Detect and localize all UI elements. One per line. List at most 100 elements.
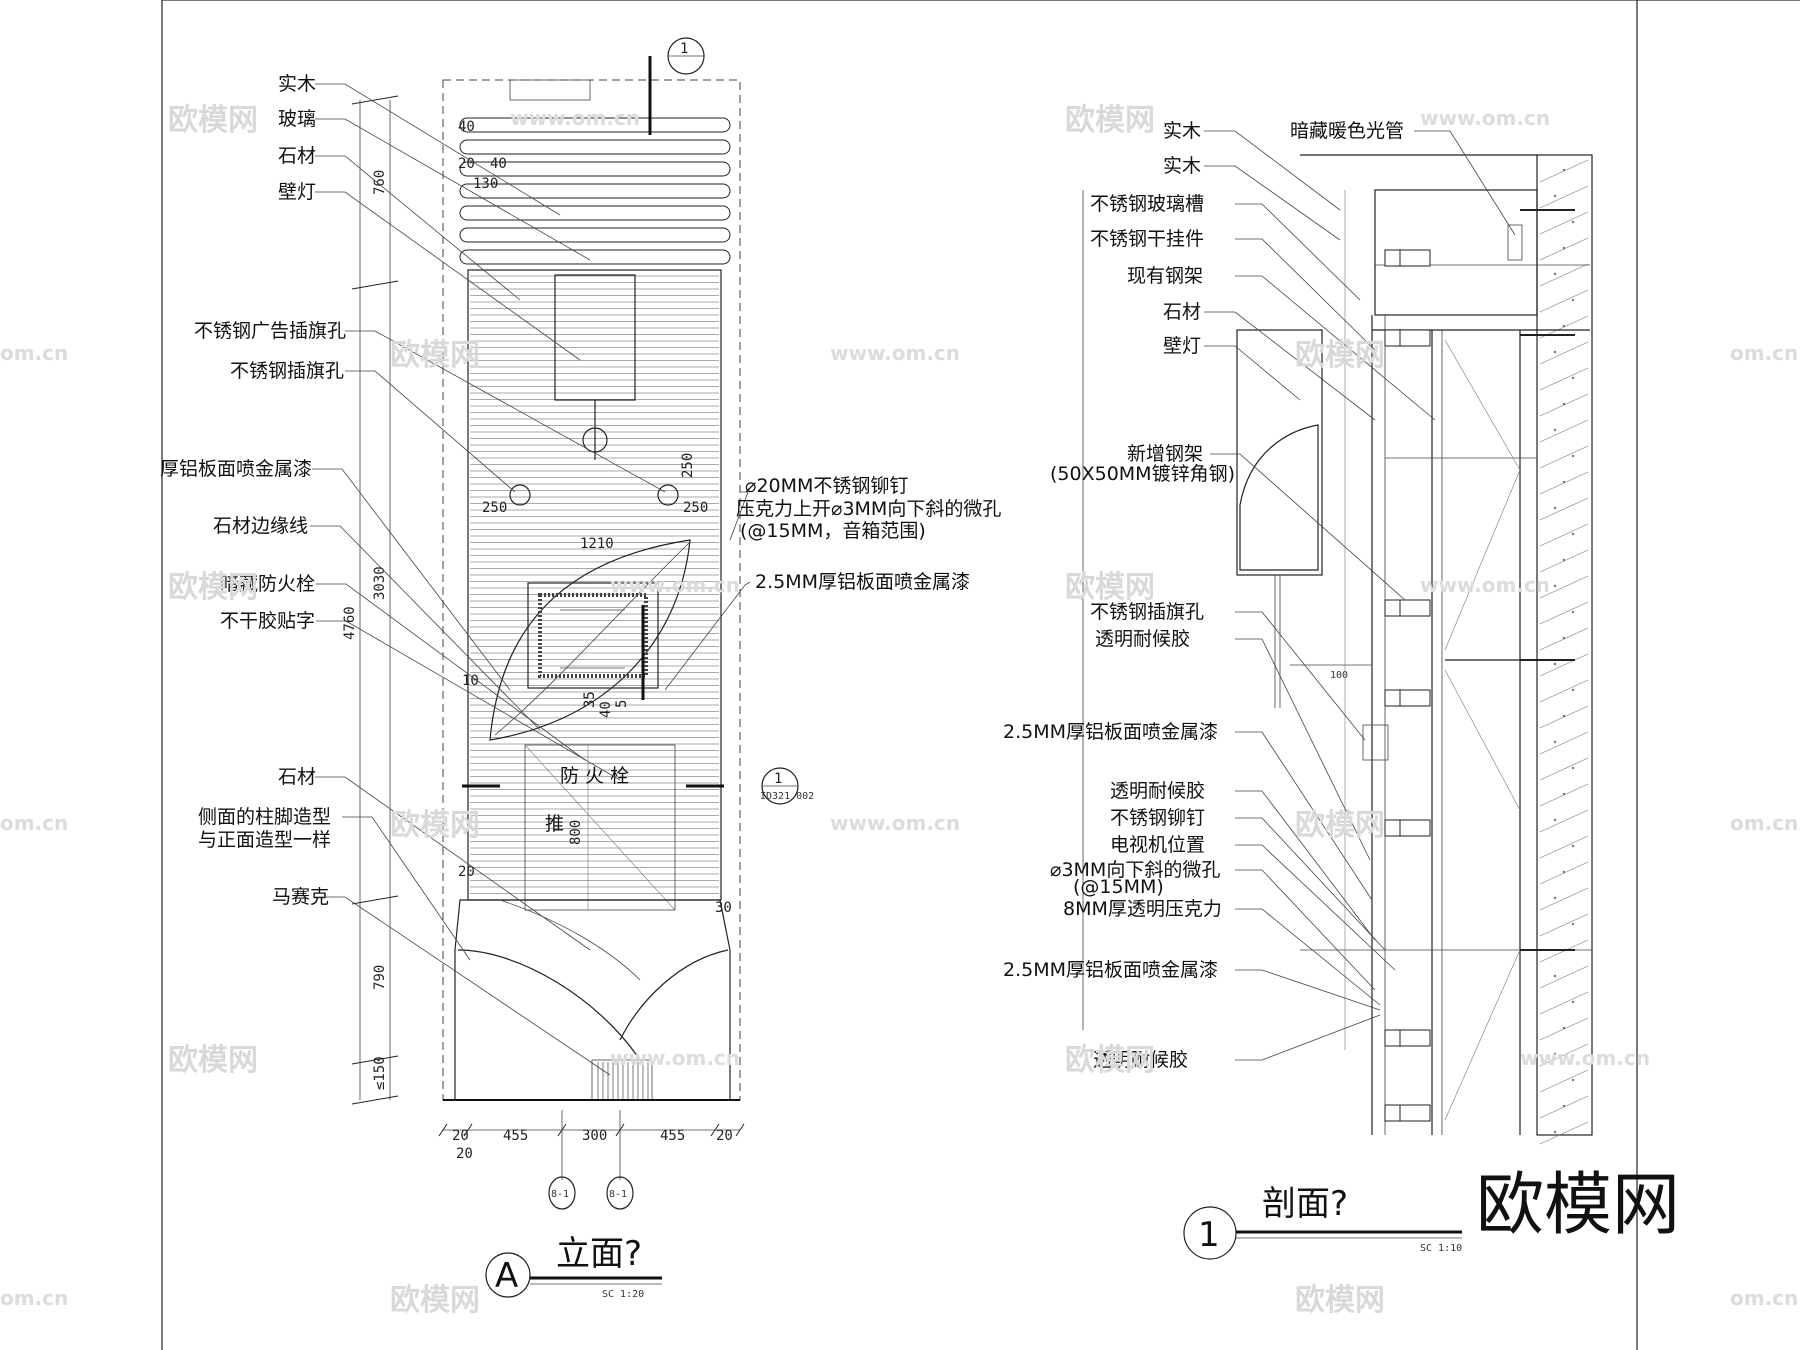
wall-hatch-dot — [1571, 922, 1575, 926]
base-curve-c — [499, 899, 641, 981]
dim-250-a: 250 — [482, 500, 507, 516]
section-labels: 实木 实木 不锈钢玻璃槽 不锈钢干挂件 现有钢架 石材 壁灯 新增钢架 (50X… — [1003, 120, 1404, 1071]
dim-5: 5 — [614, 700, 630, 708]
wall-hatch-line — [1539, 185, 1589, 209]
sec-label-acrylic: 8MM厚透明压克力 — [1063, 898, 1222, 920]
wall-hatch-line — [1539, 601, 1589, 625]
wall-hatch-dot — [1553, 350, 1557, 354]
lamp-globe — [582, 427, 608, 453]
sec-label-aluminum-2: 2.5MM厚铝板面喷金属漆 — [1003, 959, 1218, 981]
section-leaders — [1204, 130, 1516, 1061]
wall-hatch-line — [1539, 809, 1589, 833]
sec-leader-3 — [1235, 203, 1361, 301]
callout-micro-holes: 压克力上开⌀3MM向下斜的微孔 — [736, 498, 1001, 520]
elevation-scale: SC 1:20 — [602, 1289, 644, 1300]
wm-8: 欧模网 — [1295, 338, 1385, 373]
title-bubble-a — [485, 1252, 531, 1298]
wall-hatch — [1539, 159, 1589, 1145]
wm-3: 欧模网 — [1065, 103, 1155, 138]
label-stone-edge: 石材边缘线 — [213, 515, 308, 537]
dim-top-130: 130 — [473, 176, 498, 192]
leader-sticker — [316, 620, 621, 781]
wm-13: www.om.cn — [1420, 573, 1550, 597]
sec-label-wood-2: 实木 — [1163, 155, 1201, 177]
sec-leader-15 — [1235, 869, 1376, 991]
wm-2: www.om.cn — [510, 106, 640, 130]
wm-18: om.cn — [1730, 811, 1798, 835]
dim-tick — [735, 1123, 745, 1137]
leader-hydrant — [316, 583, 586, 761]
sec-label-flag-hole: 不锈钢插旗孔 — [1090, 601, 1204, 623]
sec-leader-10 — [1235, 638, 1371, 861]
brace-d — [1444, 949, 1521, 1121]
dim-b-20a: 20 — [452, 1128, 469, 1144]
leader-flag — [345, 370, 516, 493]
section-view: 100 实木 实木 不锈钢玻璃槽 不锈钢干挂件 现有钢架 石材 壁灯 新增钢架 … — [1003, 120, 1680, 1260]
wm-15: 欧模网 — [390, 808, 480, 843]
sec-label-aluminum-1: 2.5MM厚铝板面喷金属漆 — [1003, 721, 1218, 743]
label-stone: 石材 — [278, 145, 316, 167]
wall-hatch-dot — [1553, 584, 1557, 588]
sec-leader-12 — [1235, 790, 1376, 941]
dim-800: 800 — [568, 820, 584, 845]
wm-20: www.om.cn — [610, 1046, 740, 1070]
lamp-shade — [1239, 424, 1319, 571]
wm-9: om.cn — [1730, 341, 1798, 365]
sec-leader-7 — [1204, 345, 1301, 401]
wall-hatch-line — [1539, 575, 1589, 599]
fire-box-push: 推 — [545, 813, 564, 835]
dim-top-40: 40 — [458, 119, 475, 135]
leader-wood — [315, 83, 561, 216]
wall-hatch-dot — [1562, 324, 1566, 328]
sec-label-sealant-1: 透明耐候胶 — [1095, 628, 1190, 650]
wm-10: 欧模网 — [168, 570, 258, 605]
dim-20: 20 — [458, 864, 475, 880]
dim-tick — [351, 1055, 399, 1065]
sec-leader-17 — [1235, 969, 1381, 1011]
section-mark-right-sub: ID321.002 — [760, 791, 814, 802]
sheet-border — [161, 0, 1800, 1350]
label-side-base: 侧面的柱脚造型 — [198, 806, 331, 828]
column-base — [454, 899, 731, 1101]
sec-label-steel-frame: 现有钢架 — [1127, 265, 1203, 287]
dim-tick — [351, 280, 399, 290]
wall-hatch-line — [1539, 367, 1589, 391]
wall-hatch-dot — [1571, 766, 1575, 770]
leader-aluminum — [312, 468, 511, 691]
sec-label-sealant-2: 透明耐候胶 — [1110, 780, 1205, 802]
wall-hatch-dot — [1562, 558, 1566, 562]
sec-label-pitch: (@15MM) — [1073, 876, 1164, 898]
sec-label-glass-groove: 不锈钢玻璃槽 — [1090, 193, 1204, 215]
column-outline — [442, 79, 741, 1101]
wall-hatch-line — [1539, 679, 1589, 703]
wm-24: 欧模网 — [390, 1283, 480, 1318]
wm-25: 欧模网 — [1295, 1283, 1385, 1318]
sec-leader-16 — [1235, 908, 1381, 1006]
wall-hatch-dot — [1562, 168, 1566, 172]
elevation-labels: 实木 玻璃 石材 壁灯 不锈钢广告插旗孔 不锈钢插旗孔 厚铝板面喷金属漆 石材边… — [160, 73, 346, 908]
grid-mark-a-text: 8-1 — [551, 1189, 569, 1200]
dim-tick — [351, 95, 399, 105]
flag-holder — [1362, 724, 1389, 761]
bracket — [1384, 819, 1431, 837]
wall-hatch-line — [1539, 289, 1589, 313]
wall — [1536, 154, 1593, 1136]
speaker-panel — [527, 582, 659, 689]
section-lamp — [1236, 329, 1323, 576]
section-mark-top-num: 1 — [680, 41, 688, 57]
sec-leader-14 — [1235, 844, 1396, 971]
wood-band — [459, 139, 731, 155]
fire-hydrant-box — [524, 744, 676, 911]
leaf-decor — [489, 539, 691, 741]
bracket — [1384, 1029, 1431, 1047]
dim-1210: 1210 — [580, 536, 614, 552]
wm-5: om.cn — [0, 341, 68, 365]
sec-leader-8 — [1210, 453, 1406, 601]
sec-leader-18 — [1235, 1014, 1381, 1061]
wall-hatch-dot — [1553, 506, 1557, 510]
wood-band — [459, 205, 731, 221]
label-ad-flag-hole: 不锈钢广告插旗孔 — [194, 320, 346, 342]
light-tube — [1507, 224, 1523, 261]
flag-hole-right — [657, 484, 679, 506]
title-letter: A — [495, 1256, 518, 1296]
